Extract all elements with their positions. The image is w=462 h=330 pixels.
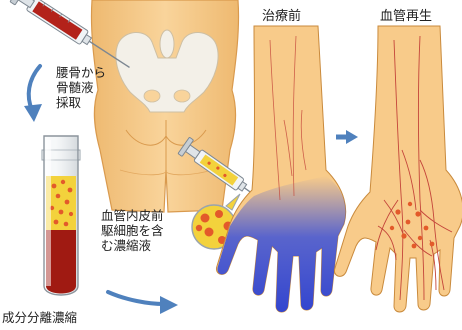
arm-before [216, 26, 345, 312]
cells-line-2: 駆細胞を含 [101, 224, 164, 239]
arrow-to-tube [24, 66, 42, 122]
before-treatment-label: 治療前 [262, 9, 301, 24]
test-tube [42, 136, 80, 295]
arrow-before-to-after [336, 130, 358, 144]
patient-body [91, 0, 238, 212]
cell-concentrate-label: 血管内皮前 駆細胞を含 む濃縮液 [101, 209, 164, 253]
harvest-line-3: 採取 [56, 96, 106, 111]
cells-line-1: 血管内皮前 [101, 209, 164, 224]
separation-label: 成分分離濃縮 [2, 311, 77, 326]
harvest-label: 腰骨から 骨髄液 採取 [56, 66, 106, 110]
arm-after [334, 26, 462, 312]
arrow-to-injection [108, 292, 178, 314]
harvest-line-2: 骨髄液 [56, 81, 106, 96]
vessel-regeneration-label: 血管再生 [380, 9, 432, 24]
harvest-line-1: 腰骨から [56, 66, 106, 81]
cells-line-3: む濃縮液 [101, 239, 164, 254]
